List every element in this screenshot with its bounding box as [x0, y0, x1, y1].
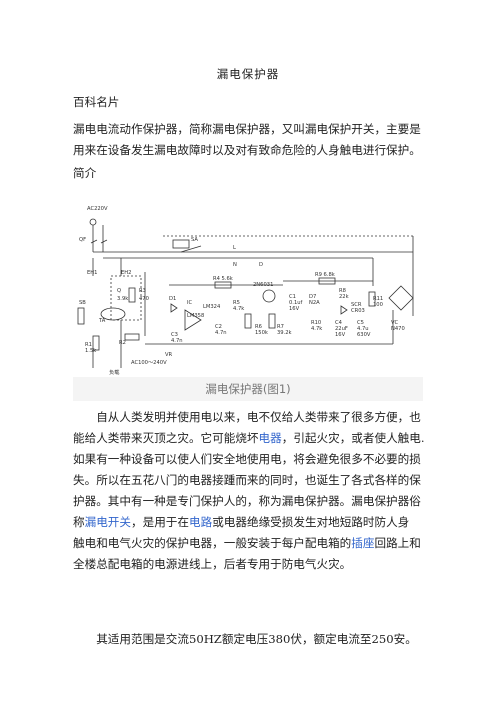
label-d7: D7	[309, 294, 316, 300]
figure-caption: 漏电保护器(图1)	[73, 377, 423, 401]
circuit-diagram: AC220V QF SA L N EH1 EH2 SB	[77, 206, 414, 376]
body-line: 自从人类发明并使用电以来，电不仅给人类带来了很多方便，也	[73, 407, 425, 428]
label-ta: TA	[98, 318, 106, 324]
label-c4v: 22uF	[335, 326, 348, 332]
body-line: 失。所以在五花八门的电器接踵而来的同时，也诞生了各式各样的保	[73, 470, 425, 491]
label-sa: SA	[191, 237, 198, 243]
label-eh1: EH1	[87, 270, 97, 276]
inline-link[interactable]: 插座	[351, 536, 375, 550]
label-q: Q	[117, 288, 121, 294]
label-r8v: 22k	[339, 294, 349, 300]
page-title: 漏电保护器	[216, 67, 280, 81]
label-c5v: 4.7u	[357, 326, 369, 332]
label-r1v: 1.5k	[85, 348, 96, 354]
body-text: 触电和电气火灾的保护电器，一般安装于每户配电箱的	[73, 536, 352, 550]
label-d1: D1	[169, 296, 176, 302]
label-c3v: 4.7n	[171, 338, 183, 344]
label-load: 负载	[109, 368, 119, 376]
body-text: 或电器绝缘受损发生对地短路时防人身	[212, 515, 410, 529]
label-ic: IC	[187, 300, 193, 306]
label-r6: R6	[255, 324, 262, 330]
label-ic3: LM324	[203, 304, 221, 310]
section-heading: 简介	[73, 166, 97, 180]
body-line: 能给人类带来灭顶之灾。它可能烧坏电器，引起火灾，或者使人触电.	[73, 428, 425, 449]
label-c1: C1	[289, 294, 296, 300]
label-r2: R2	[119, 340, 126, 346]
label-ac-range: AC100～240V	[131, 360, 167, 366]
inline-link[interactable]: 电器	[258, 431, 282, 445]
body-text: 护器。其中有一种是专门保护人的，称为漏电保护器。漏电保护器俗	[73, 494, 421, 508]
label-vr: VR	[165, 352, 173, 358]
label-r9: R9 6.8k	[315, 272, 335, 278]
label-d7v: N2A	[309, 300, 320, 306]
body-text: 失。所以在五花八门的电器接踵而来的同时，也诞生了各式各样的保	[73, 473, 421, 487]
body-line: 全楼总配电箱的电源进线上，后者专用于防电气火灾。	[73, 554, 425, 575]
label-baike-card: 百科名片	[73, 95, 120, 109]
label-vcv: N470	[391, 326, 405, 332]
body-text: 全楼总配电箱的电源进线上，后者专用于防电气火灾。	[73, 557, 352, 571]
label-c1v2: 16V	[289, 306, 300, 312]
intro-paragraph: 漏电电流动作保护器，简称漏电保护器，又叫漏电保护开关，主要是 用来在设备发生漏电…	[73, 119, 425, 161]
label-eh2: EH2	[121, 270, 131, 276]
label-n: N	[233, 262, 237, 268]
label-r11v: 100	[373, 302, 383, 308]
body-text: 能给人类带来灭顶之灾。它可能烧坏	[73, 431, 259, 445]
intro-line: 用来在设备发生漏电故障时以及对有致命危险的人身触电进行保护。	[73, 143, 421, 157]
label-c2: C2	[215, 324, 222, 330]
label-r10v: 4.7k	[311, 326, 322, 332]
label-r1: R1	[85, 342, 92, 348]
label-r4: R4 5.6k	[213, 276, 233, 282]
label-qv: 3.9k	[117, 296, 128, 302]
label-r3: R3	[139, 288, 146, 294]
label-r10: R10	[311, 320, 321, 326]
label-r6v: 150k	[255, 330, 268, 336]
label-c4: C4	[335, 320, 343, 326]
body-text: 如果有一种设备可以使人们安全地使用电，将会避免很多不必要的损	[73, 452, 421, 466]
label-l: L	[233, 245, 236, 251]
label-qf: QF	[79, 237, 86, 243]
label-vc: VC	[391, 320, 399, 326]
label-c2v: 4.7n	[215, 330, 227, 336]
label-r8: R8	[339, 288, 346, 294]
label-2n6031: 2N6031	[253, 282, 273, 288]
circuit-diagram-figure: AC220V QF SA L N EH1 EH2 SB	[73, 196, 423, 377]
label-ic2: LM358	[187, 313, 204, 319]
body-line: 称漏电开关，是用于在电路或电器绝缘受损发生对地短路时防人身	[73, 512, 425, 533]
body-line: 如果有一种设备可以使人们安全地使用电，将会避免很多不必要的损	[73, 449, 425, 470]
label-ac220: AC220V	[87, 206, 108, 212]
label-r7: R7	[277, 324, 284, 330]
label-sb: SB	[79, 300, 86, 306]
label-r7v: 39.2k	[277, 330, 292, 336]
body-text: 称	[73, 515, 85, 529]
label-c3: C3	[171, 332, 178, 338]
inline-link[interactable]: 漏电开关	[84, 515, 131, 529]
body-line: 触电和电气火灾的保护电器，一般安装于每户配电箱的插座回路上和	[73, 533, 425, 554]
body-text: 回路上和	[374, 536, 421, 550]
body-text: ，是用于在	[131, 515, 189, 529]
label-d: D	[259, 262, 263, 268]
label-r3v: 470	[139, 296, 149, 302]
label-r11: R11	[373, 296, 383, 302]
body-paragraph-range: 其适用范围是交流50HZ额定电压380伏，额定电流至250安。	[96, 632, 417, 646]
label-c4v2: 16V	[335, 332, 346, 338]
label-r5v: 4.7k	[233, 306, 244, 312]
mains-input: AC220V QF	[79, 206, 108, 252]
body-paragraph: 自从人类发明并使用电以来，电不仅给人类带来了很多方便，也能给人类带来灭顶之灾。它…	[73, 407, 425, 575]
label-c5v2: 630V	[357, 332, 371, 338]
label-r5: R5	[233, 300, 240, 306]
body-text: ，引起火灾，或者使人触电.	[281, 431, 425, 445]
body-text: 自从人类发明并使用电以来，电不仅给人类带来了很多方便，也	[96, 410, 421, 424]
label-scrv: CR03	[351, 308, 365, 314]
label-c5: C5	[357, 320, 364, 326]
intro-line: 漏电电流动作保护器，简称漏电保护器，又叫漏电保护开关，主要是	[73, 122, 421, 136]
inline-link[interactable]: 电路	[188, 515, 213, 529]
label-scr: SCR	[351, 302, 362, 308]
label-c1v: 0.1uf	[289, 300, 303, 306]
body-line: 护器。其中有一种是专门保护人的，称为漏电保护器。漏电保护器俗	[73, 491, 425, 512]
